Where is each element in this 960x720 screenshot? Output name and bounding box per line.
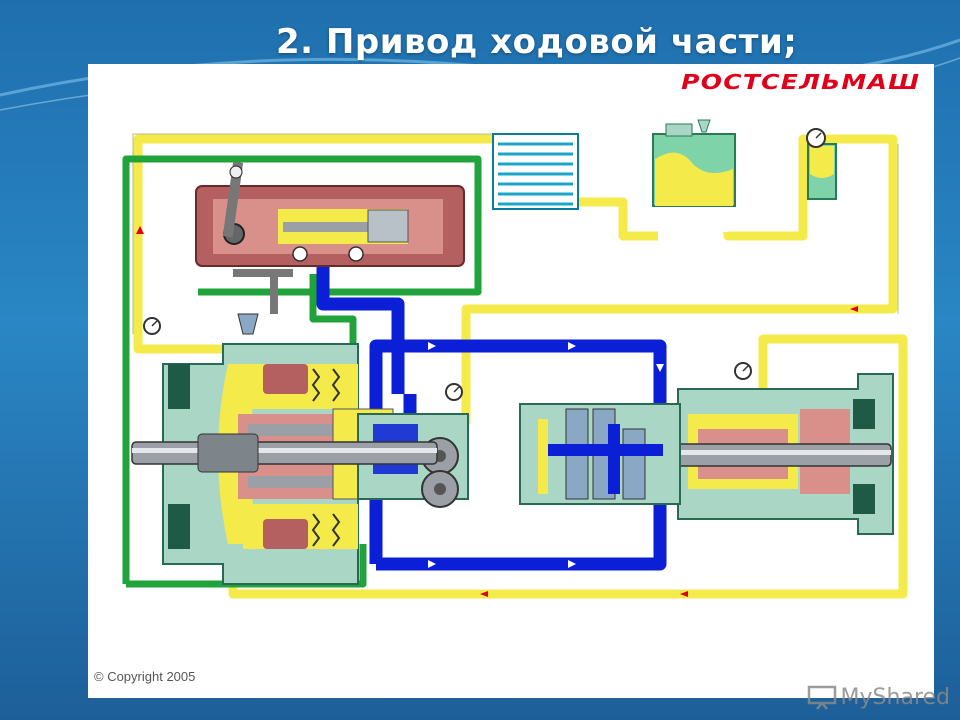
brand-logo: РОСТСЕЛЬМАШ [680,70,920,94]
gauge-icon [143,317,161,335]
presentation-icon [807,685,836,710]
drain-lines [133,134,908,599]
oil-cooler [492,133,579,210]
watermark-text: MyShared [840,684,950,710]
oil-filter [806,128,837,200]
hydraulic-drive-schematic [122,119,908,599]
diagram-panel: РОСТСЕЛЬМАШ [88,64,934,698]
gauge-icon [445,383,463,401]
charge-gear-pump [421,437,459,508]
gauge-icon [734,362,752,380]
hydraulic-motor [672,373,894,535]
flow-arrows [428,342,664,568]
drain-lines-outline [132,133,899,334]
copyright-notice: © Copyright 2005 [94,669,196,684]
watermark: MyShared [807,684,950,710]
slide-title: 2. Привод ходовой части; [276,22,798,62]
oil-tank [652,119,736,207]
drain-arrows [136,226,858,597]
pump-shaft [131,433,438,473]
control-valve-block [195,161,465,335]
pressure-gauges [143,317,752,401]
motor-valve-block [519,403,681,505]
